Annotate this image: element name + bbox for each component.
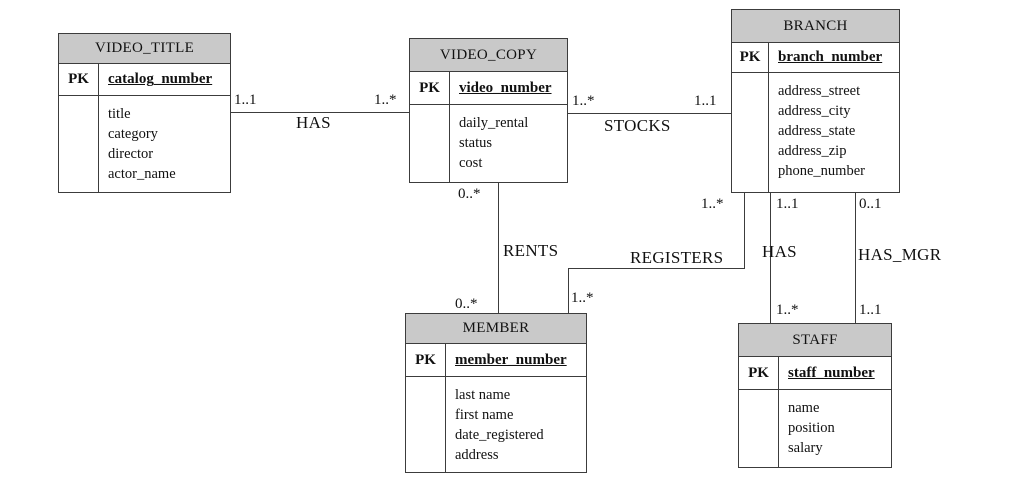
attribute-item: address [455, 447, 499, 463]
attribute-list: address_street address_city address_stat… [769, 73, 899, 192]
entity-video-title: VIDEO_TITLE PK catalog_number title cate… [58, 33, 231, 193]
cardinality-label: 1..* [776, 302, 799, 318]
entity-title-bar: VIDEO_TITLE [59, 34, 230, 64]
attribute-item: phone_number [778, 163, 865, 179]
cardinality-label: 1..1 [859, 302, 882, 318]
attribute-section: address_street address_city address_stat… [732, 73, 899, 192]
pk-label: PK [739, 357, 779, 389]
cardinality-label: 0..* [458, 186, 481, 202]
attribute-section: daily_rental status cost [410, 105, 567, 182]
pk-label: PK [410, 72, 450, 104]
attribute-list: daily_rental status cost [450, 105, 567, 182]
pk-row: PK video_number [410, 72, 567, 105]
entity-title-bar: VIDEO_COPY [410, 39, 567, 72]
relationship-name-rents: RENTS [503, 241, 559, 260]
relationship-name-has-mgr: HAS_MGR [858, 245, 942, 264]
entity-title-bar: MEMBER [406, 314, 586, 344]
attribute-item: category [108, 126, 158, 142]
entity-video-copy: VIDEO_COPY PK video_number daily_rental … [409, 38, 568, 183]
pk-attribute: branch_number [778, 49, 883, 65]
attribute-gutter [410, 105, 450, 182]
pk-row: PK member_number [406, 344, 586, 377]
attribute-item: last name [455, 387, 511, 403]
relationship-name-has-videotitle-videocopy: HAS [296, 113, 331, 132]
cardinality-label: 1..* [374, 92, 397, 108]
attribute-gutter [59, 96, 99, 192]
attribute-item: director [108, 146, 154, 162]
attribute-item: address_city [778, 103, 851, 119]
cardinality-label: 1..* [571, 290, 594, 306]
attribute-item: position [788, 420, 835, 436]
relationship-line-has-mgr [855, 193, 856, 323]
cardinality-label: 1..1 [234, 92, 257, 108]
attribute-item: address_state [778, 123, 856, 139]
attribute-item: status [459, 135, 493, 151]
pk-row: PK branch_number [732, 43, 899, 73]
relationship-line-rents [498, 183, 499, 313]
cardinality-label: 1..1 [694, 93, 717, 109]
pk-attribute: video_number [459, 79, 552, 96]
attribute-item: salary [788, 440, 823, 456]
pk-attribute: staff_number [788, 364, 875, 381]
attribute-item: address_zip [778, 143, 847, 159]
entity-staff: STAFF PK staff_number name position sala… [738, 323, 892, 468]
attribute-list: last name first name date_registered add… [446, 377, 586, 472]
attribute-section: title category director actor_name [59, 96, 230, 192]
attribute-item: name [788, 400, 820, 416]
relationship-line-registers-segment-middle [568, 268, 745, 269]
pk-label: PK [59, 64, 99, 95]
entity-member: MEMBER PK member_number last name first … [405, 313, 587, 473]
pk-row: PK staff_number [739, 357, 891, 390]
relationship-name-registers: REGISTERS [630, 248, 724, 267]
cardinality-label: 1..* [701, 196, 724, 212]
relationship-line-registers-segment-branch [744, 193, 745, 268]
cardinality-label: 0..* [455, 296, 478, 312]
cardinality-label: 1..1 [776, 196, 799, 212]
attribute-gutter [739, 390, 779, 467]
attribute-section: name position salary [739, 390, 891, 467]
pk-attribute: catalog_number [108, 71, 213, 87]
pk-attribute: member_number [455, 351, 567, 368]
relationship-name-stocks: STOCKS [604, 116, 671, 135]
attribute-item: date_registered [455, 427, 544, 443]
relationship-line-registers-segment-member [568, 268, 569, 313]
attribute-gutter [732, 73, 769, 192]
entity-branch: BRANCH PK branch_number address_street a… [731, 9, 900, 193]
pk-label: PK [406, 344, 446, 376]
pk-label: PK [732, 43, 769, 72]
attribute-section: last name first name date_registered add… [406, 377, 586, 472]
relationship-line-has-videotitle-videocopy [231, 112, 409, 113]
attribute-item: first name [455, 407, 514, 423]
attribute-list: title category director actor_name [99, 96, 230, 192]
attribute-list: name position salary [779, 390, 891, 467]
entity-title-bar: STAFF [739, 324, 891, 357]
relationship-line-stocks [568, 113, 731, 114]
cardinality-label: 0..1 [859, 196, 882, 212]
relationship-name-has-branch-staff: HAS [762, 242, 797, 261]
attribute-item: cost [459, 155, 483, 171]
attribute-item: daily_rental [459, 115, 529, 131]
attribute-item: address_street [778, 83, 861, 99]
entity-title-bar: BRANCH [732, 10, 899, 43]
relationship-line-has-branch-staff [770, 193, 771, 323]
attribute-gutter [406, 377, 446, 472]
attribute-item: actor_name [108, 166, 176, 182]
attribute-item: title [108, 106, 131, 122]
cardinality-label: 1..* [572, 93, 595, 109]
pk-row: PK catalog_number [59, 64, 230, 96]
